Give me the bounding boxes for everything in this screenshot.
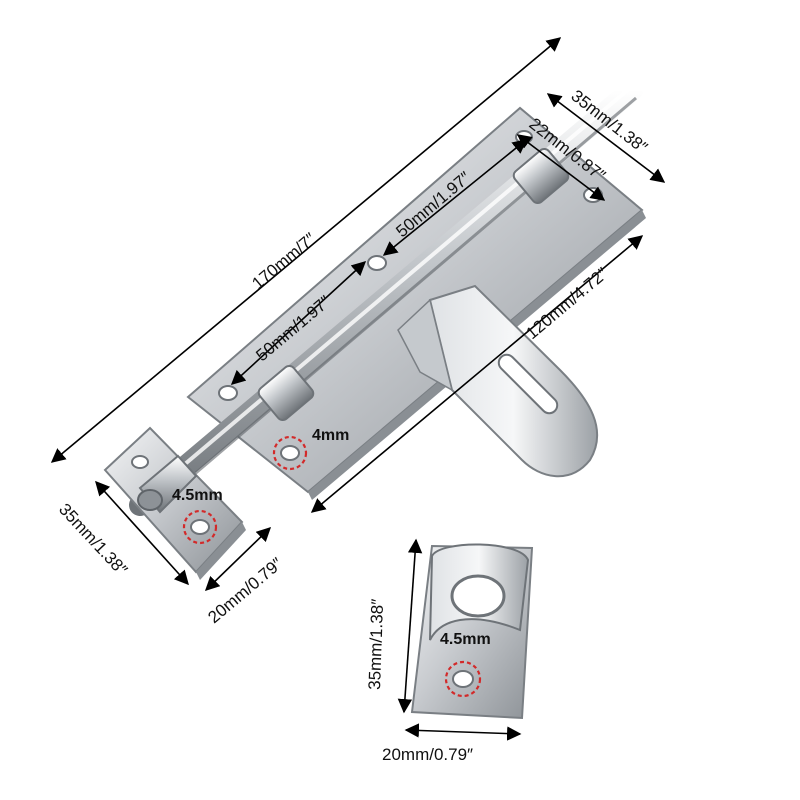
receiver-hole-marker [444,660,482,698]
plate-hole-left [218,385,238,401]
receiver-plate-assembly [410,543,534,720]
dim-line-bolt-segment-1 [230,261,367,385]
label-receiver-hole: 4.5mm [440,631,491,648]
plate-hole-middle [367,255,387,271]
barrel-bolt-assembly [103,79,646,580]
dim-line-receiver-width [404,723,522,741]
receiver-loop-hole [450,574,506,618]
plate-hole-right [583,187,603,203]
dim-line-guide-width [516,134,606,201]
dim-line-plate-width [546,93,666,183]
label-total-length: 170mm/7″ [248,229,319,293]
plate-hole-bottom [280,445,300,461]
keeper-hole-bottom [190,519,210,535]
dim-line-keeper-depth [204,526,272,592]
label-keeper-width: 35mm/1.38″ [55,500,131,580]
dim-line-receiver-height [397,538,423,714]
dimension-lines [50,37,666,741]
keeper-barrel-opening [137,489,163,511]
dim-line-keeper-width [95,480,189,586]
receiver-hole [452,670,474,688]
keeper-hole-top [131,455,149,469]
dim-line-total-length [50,37,562,463]
label-receiver-width: 20mm/0.79″ [382,745,473,764]
label-hole-plate: 4mm [312,427,349,444]
dim-line-bolt-segment-2 [382,139,528,256]
label-keeper-depth: 20mm/0.79″ [204,554,286,627]
dim-line-plate-length [310,235,644,513]
label-hole-keeper: 4.5mm [172,487,223,504]
label-receiver-height: 35mm/1.38″ [365,598,387,690]
